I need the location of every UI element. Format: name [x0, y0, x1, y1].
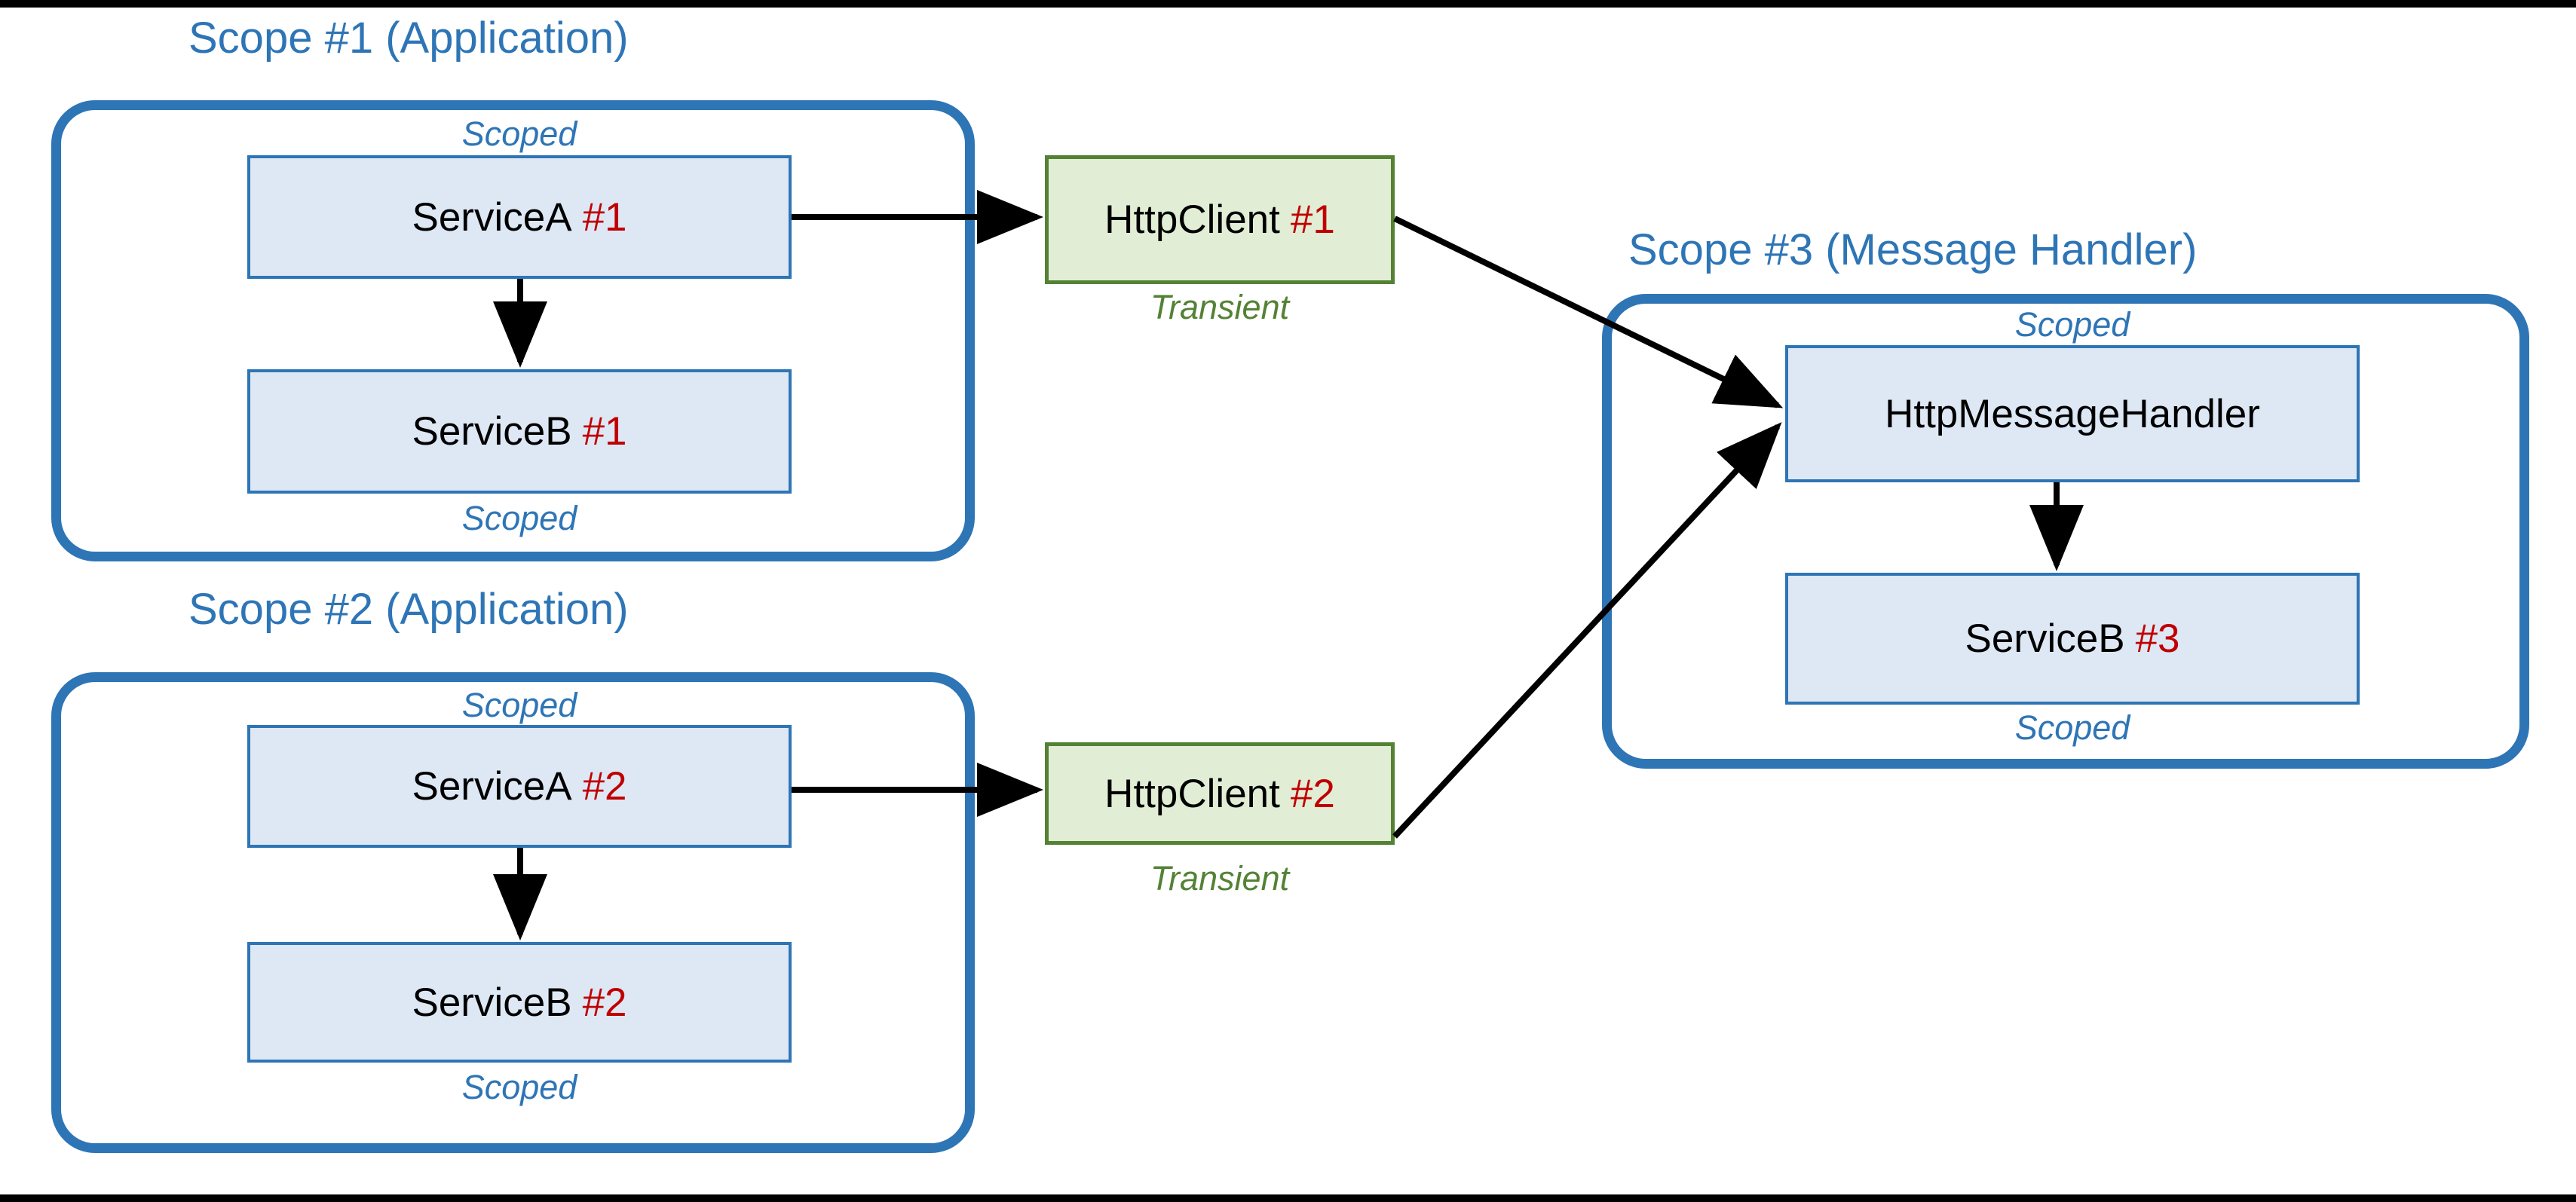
httpclient1-lifetime-label: Transient [1150, 288, 1290, 326]
node-serviceB2-index: #2 [582, 980, 627, 1025]
node-serviceA1-name: ServiceA [412, 194, 572, 240]
scope-2-container [51, 672, 975, 1153]
node-httpclient1-index: #1 [1290, 197, 1335, 242]
serviceB2-lifetime-label: Scoped [461, 1068, 577, 1106]
serviceB3-lifetime-label: Scoped [2014, 708, 2130, 747]
scope-1-title: Scope #1 (Application) [188, 14, 629, 63]
node-serviceB1-index: #1 [582, 409, 627, 454]
letterbox-top [0, 0, 2576, 8]
scope-2-title: Scope #2 (Application) [188, 585, 629, 634]
node-serviceB1-name: ServiceB [412, 409, 572, 454]
scope-3-title: Scope #3 (Message Handler) [1628, 225, 2198, 274]
node-serviceB2[interactable]: ServiceB #2 [247, 942, 792, 1063]
letterbox-bottom [0, 1194, 2576, 1202]
node-httpmessagehandler-name: HttpMessageHandler [1885, 391, 2260, 436]
serviceA1-lifetime-label: Scoped [461, 115, 577, 153]
node-httpclient2-name: HttpClient [1104, 771, 1280, 816]
serviceA2-lifetime-label: Scoped [461, 686, 577, 724]
node-serviceA2-name: ServiceA [412, 764, 572, 809]
node-serviceB3-index: #3 [2135, 616, 2180, 661]
node-httpclient2[interactable]: HttpClient #2 [1045, 742, 1395, 845]
httpclient2-lifetime-label: Transient [1150, 859, 1290, 898]
node-serviceA1-index: #1 [582, 194, 627, 240]
node-serviceB2-name: ServiceB [412, 980, 572, 1025]
node-httpclient2-index: #2 [1290, 771, 1335, 816]
node-httpmessagehandler[interactable]: HttpMessageHandler [1785, 345, 2360, 482]
node-serviceA2[interactable]: ServiceA #2 [247, 725, 792, 848]
serviceB1-lifetime-label: Scoped [461, 499, 577, 537]
node-serviceB1[interactable]: ServiceB #1 [247, 369, 792, 494]
node-httpclient1-name: HttpClient [1104, 197, 1280, 242]
node-serviceA2-index: #2 [582, 764, 627, 809]
node-serviceA1[interactable]: ServiceA #1 [247, 155, 792, 279]
node-serviceB3-name: ServiceB [1965, 616, 2125, 661]
node-serviceB3[interactable]: ServiceB #3 [1785, 573, 2360, 705]
node-httpclient1[interactable]: HttpClient #1 [1045, 155, 1395, 284]
httpmessagehandler-lifetime-label: Scoped [2014, 305, 2130, 344]
